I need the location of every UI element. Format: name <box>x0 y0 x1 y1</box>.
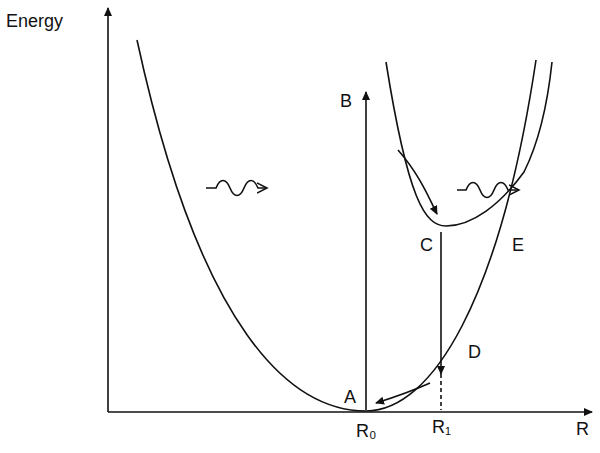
axis-label: R <box>576 420 589 438</box>
point-label: C <box>420 236 433 254</box>
point-label: D <box>468 343 481 361</box>
point-label: B <box>340 92 352 110</box>
axis-tick-label: R₀ <box>356 422 376 440</box>
point-label: E <box>512 236 524 254</box>
point-label: A <box>344 388 356 406</box>
axis-tick-label: R₁ <box>432 418 451 436</box>
axis-title: Energy <box>6 12 63 30</box>
